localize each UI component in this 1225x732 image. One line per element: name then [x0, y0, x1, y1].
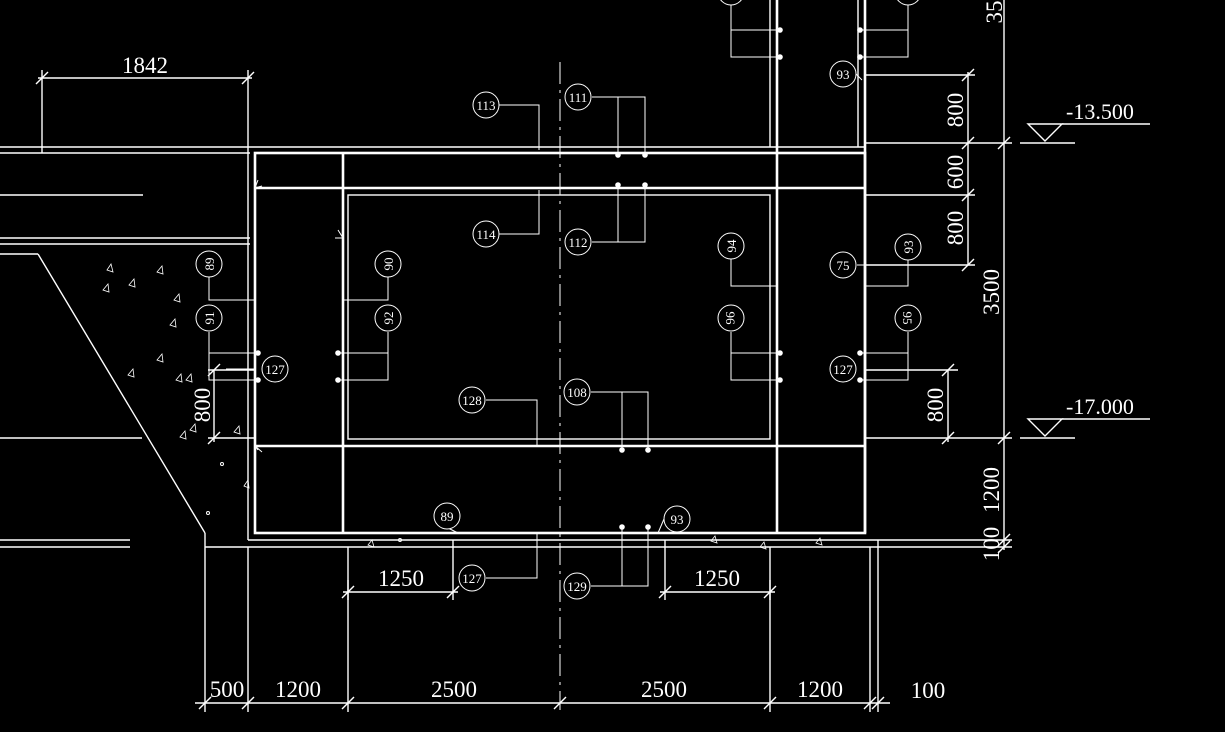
- callout-label-129: 129: [567, 579, 587, 594]
- callout-label-95: 95: [900, 312, 915, 325]
- structure-lines: [0, 0, 879, 710]
- callout-129: 129: [563, 572, 591, 600]
- dim-bottom-1200-right: 1200: [797, 677, 843, 702]
- callout-90: 90: [374, 250, 402, 278]
- callout-label-113: 113: [476, 98, 495, 113]
- callout-89-bottom: 89: [433, 502, 461, 530]
- dim-bottom-100: 100: [911, 678, 946, 703]
- elevation-label-upper: -13.500: [1066, 99, 1134, 124]
- callout-label-127-bottom: 127: [462, 571, 482, 586]
- leaders: [208, 0, 909, 587]
- dim-bottom-1200-left: 1200: [275, 677, 321, 702]
- callout-127-left: 127: [261, 355, 289, 383]
- elevation-marker-upper: -13.500: [1020, 99, 1150, 144]
- dim-right-800-top: 800: [943, 93, 968, 128]
- callout-93-top: 93: [829, 60, 857, 88]
- dim-right-partial: 35: [982, 1, 1007, 24]
- callout-label-89-left: 89: [202, 258, 217, 271]
- callout-93-right: 93: [894, 233, 922, 261]
- callout-label-127-left: 127: [265, 362, 285, 377]
- callout-95: 95: [894, 304, 922, 332]
- dim-right-100: 100: [979, 527, 1004, 562]
- dim-right-3500: 3500: [979, 269, 1004, 315]
- callout-label-75: 75: [837, 258, 850, 273]
- callout-label-94: 94: [724, 239, 739, 253]
- bottom-dimension-chain: 500 1200 2500 2500 1200 100: [195, 547, 945, 712]
- left-dimension-800: 800: [190, 363, 255, 445]
- dim-bottom-2500-left: 2500: [431, 677, 477, 702]
- callout-label-93-right: 93: [901, 241, 916, 254]
- dim-left-800: 800: [190, 388, 215, 423]
- callout-114: 114: [472, 220, 500, 248]
- inner-dimension-left: 1250: [341, 540, 460, 600]
- callout-label-112: 112: [568, 235, 587, 250]
- callout-113: 113: [472, 91, 500, 119]
- elevation-label-lower: -17.000: [1066, 394, 1134, 419]
- dim-right-800-low: 800: [923, 388, 948, 423]
- callout-label-96: 96: [723, 312, 738, 326]
- callout-91: 91: [195, 304, 223, 332]
- callout-label-127-right: 127: [833, 362, 853, 377]
- callout-label-128: 128: [462, 393, 482, 408]
- callout-label-91: 91: [202, 312, 217, 325]
- callout-111: 111: [564, 83, 592, 111]
- dim-inner-1250-left: 1250: [378, 566, 424, 591]
- callout-128: 128: [458, 386, 486, 414]
- right-dimension-chain: 35 800 600 800 3500 800 1200 100: [865, 0, 1012, 561]
- callout-112: 112: [564, 228, 592, 256]
- dim-right-800-mid: 800: [943, 211, 968, 246]
- callout-label-108: 108: [567, 385, 587, 400]
- dim-inner-1250-right: 1250: [694, 566, 740, 591]
- callout-75: 75: [829, 251, 857, 279]
- dim-bottom-500: 500: [210, 677, 245, 702]
- callout-label-111: 111: [569, 90, 588, 105]
- callout-label-92: 92: [381, 312, 396, 325]
- callout-89-left: 89: [195, 250, 223, 278]
- callout-108: 108: [563, 378, 591, 406]
- callout-92: 92: [374, 304, 402, 332]
- elevation-marker-lower: -17.000: [1020, 394, 1150, 439]
- callout-label-93-bottom: 93: [671, 512, 684, 527]
- soil-hatch: [102, 263, 823, 550]
- callout-label-89-bottom: 89: [441, 509, 454, 524]
- dimension-label-1842: 1842: [122, 53, 168, 78]
- callout-127-bottom: 127: [458, 564, 486, 592]
- callout-94: 94: [717, 232, 745, 260]
- dim-bottom-2500-right: 2500: [641, 677, 687, 702]
- partial-callouts-top: [720, 0, 919, 6]
- dim-right-1200: 1200: [979, 467, 1004, 513]
- callout-127-right: 127: [829, 355, 857, 383]
- inner-dimension-right: 1250: [658, 540, 777, 600]
- callout-label-90: 90: [381, 258, 396, 271]
- callout-93-bottom: 93: [663, 505, 691, 533]
- callout-label-114: 114: [476, 227, 496, 242]
- callout-label-93-top: 93: [837, 67, 850, 82]
- dim-right-600: 600: [943, 155, 968, 190]
- callout-96: 96: [717, 304, 745, 332]
- dimension-1842: 1842: [35, 53, 255, 153]
